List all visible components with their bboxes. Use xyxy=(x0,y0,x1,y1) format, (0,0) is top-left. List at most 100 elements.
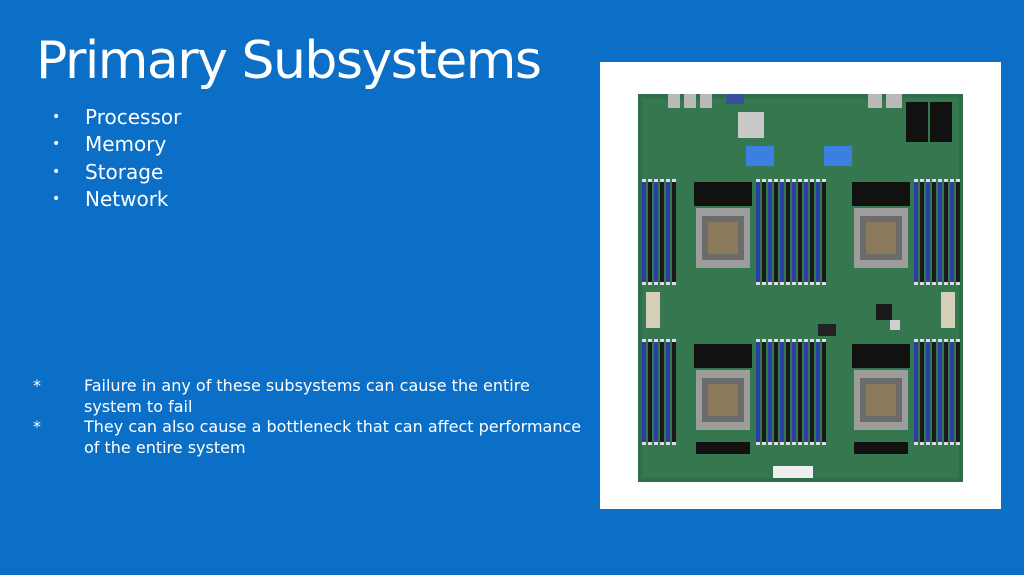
dimm-latch xyxy=(756,339,760,342)
dimm-latch xyxy=(648,442,652,445)
cpu-socket-pins xyxy=(866,222,896,254)
dimm-latch xyxy=(660,282,664,285)
dimm-latch xyxy=(804,282,808,285)
dimm-latch xyxy=(932,442,936,445)
dimm-latch xyxy=(786,339,790,342)
dimm-slot xyxy=(642,342,646,442)
riser-clip xyxy=(824,146,852,166)
dimm-latch xyxy=(768,339,772,342)
dimm-slot xyxy=(774,342,778,442)
dimm-latch xyxy=(950,442,954,445)
dimm-latch xyxy=(926,339,930,342)
bullet-marker: • xyxy=(52,136,61,153)
dimm-latch xyxy=(756,179,760,182)
dimm-latch xyxy=(932,339,936,342)
bullet-text: Network xyxy=(85,186,169,211)
dimm-latch xyxy=(810,339,814,342)
footnote-marker: * xyxy=(33,376,41,395)
dimm-latch xyxy=(660,442,664,445)
dimm-latch xyxy=(792,339,796,342)
dimm-slot xyxy=(762,182,766,282)
dimm-slot xyxy=(956,342,960,442)
dimm-latch xyxy=(816,442,820,445)
dimm-latch xyxy=(920,179,924,182)
power-connector xyxy=(773,466,813,478)
dimm-latch xyxy=(926,282,930,285)
dimm-slot xyxy=(956,182,960,282)
dimm-slot xyxy=(938,342,942,442)
dimm-slot xyxy=(950,342,954,442)
dimm-latch xyxy=(816,339,820,342)
dimm-slot xyxy=(944,182,948,282)
heatsink-bottom xyxy=(696,442,750,454)
dimm-slot xyxy=(654,342,658,442)
cpu-heatsink-fins xyxy=(694,344,752,368)
dimm-slot xyxy=(932,342,936,442)
dimm-latch xyxy=(956,442,960,445)
dimm-slot xyxy=(926,182,930,282)
dimm-latch xyxy=(762,442,766,445)
dimm-slot xyxy=(920,182,924,282)
dimm-latch xyxy=(780,442,784,445)
dimm-latch xyxy=(914,339,918,342)
dimm-latch xyxy=(810,282,814,285)
dimm-latch xyxy=(660,339,664,342)
dimm-latch xyxy=(774,282,778,285)
cpu-socket-pins xyxy=(708,384,738,416)
io-connector xyxy=(868,94,882,108)
dimm-slot xyxy=(944,342,948,442)
bullet-text: Memory xyxy=(85,132,167,157)
dimm-slot xyxy=(920,342,924,442)
bullet-item: •Network xyxy=(52,186,181,213)
cpu-heatsink-fins xyxy=(852,344,910,368)
dimm-latch xyxy=(648,339,652,342)
dimm-latch xyxy=(660,179,664,182)
dimm-latch xyxy=(950,282,954,285)
dimm-latch xyxy=(822,442,826,445)
dimm-slot xyxy=(774,182,778,282)
dimm-latch xyxy=(938,179,942,182)
footnote: * Failure in any of these subsystems can… xyxy=(30,376,590,417)
dimm-latch xyxy=(926,179,930,182)
dimm-latch xyxy=(762,339,766,342)
cpu-heatsink-fins xyxy=(852,182,910,206)
dimm-latch xyxy=(822,282,826,285)
dimm-latch xyxy=(956,282,960,285)
dimm-slot xyxy=(756,342,760,442)
dimm-slot xyxy=(780,342,784,442)
footnote-text: They can also cause a bottleneck that ca… xyxy=(84,417,582,457)
dimm-latch xyxy=(798,339,802,342)
dimm-latch xyxy=(780,179,784,182)
dimm-latch xyxy=(762,179,766,182)
dimm-latch xyxy=(914,282,918,285)
dimm-latch xyxy=(654,282,658,285)
dimm-latch xyxy=(920,442,924,445)
dimm-slot xyxy=(914,182,918,282)
dimm-slot xyxy=(804,182,808,282)
dimm-latch xyxy=(944,179,948,182)
dimm-latch xyxy=(756,282,760,285)
dimm-latch xyxy=(648,282,652,285)
dimm-latch xyxy=(774,179,778,182)
dimm-latch xyxy=(792,282,796,285)
bmc-chip xyxy=(876,304,892,320)
dimm-slot xyxy=(816,342,820,442)
dimm-latch xyxy=(920,339,924,342)
dimm-latch xyxy=(672,282,676,285)
dimm-latch xyxy=(816,179,820,182)
motherboard-photo xyxy=(638,94,963,482)
chip xyxy=(890,320,900,330)
dimm-latch xyxy=(672,442,676,445)
dimm-latch xyxy=(798,282,802,285)
cpu-socket-pins xyxy=(866,384,896,416)
io-connector xyxy=(886,94,902,108)
dimm-slot xyxy=(822,342,826,442)
bullet-item: • Memory xyxy=(52,131,181,158)
dimm-slot xyxy=(648,182,652,282)
riser-clip xyxy=(746,146,774,166)
io-connector xyxy=(684,94,696,108)
dimm-slot xyxy=(648,342,652,442)
dimm-latch xyxy=(768,179,772,182)
dimm-latch xyxy=(666,179,670,182)
